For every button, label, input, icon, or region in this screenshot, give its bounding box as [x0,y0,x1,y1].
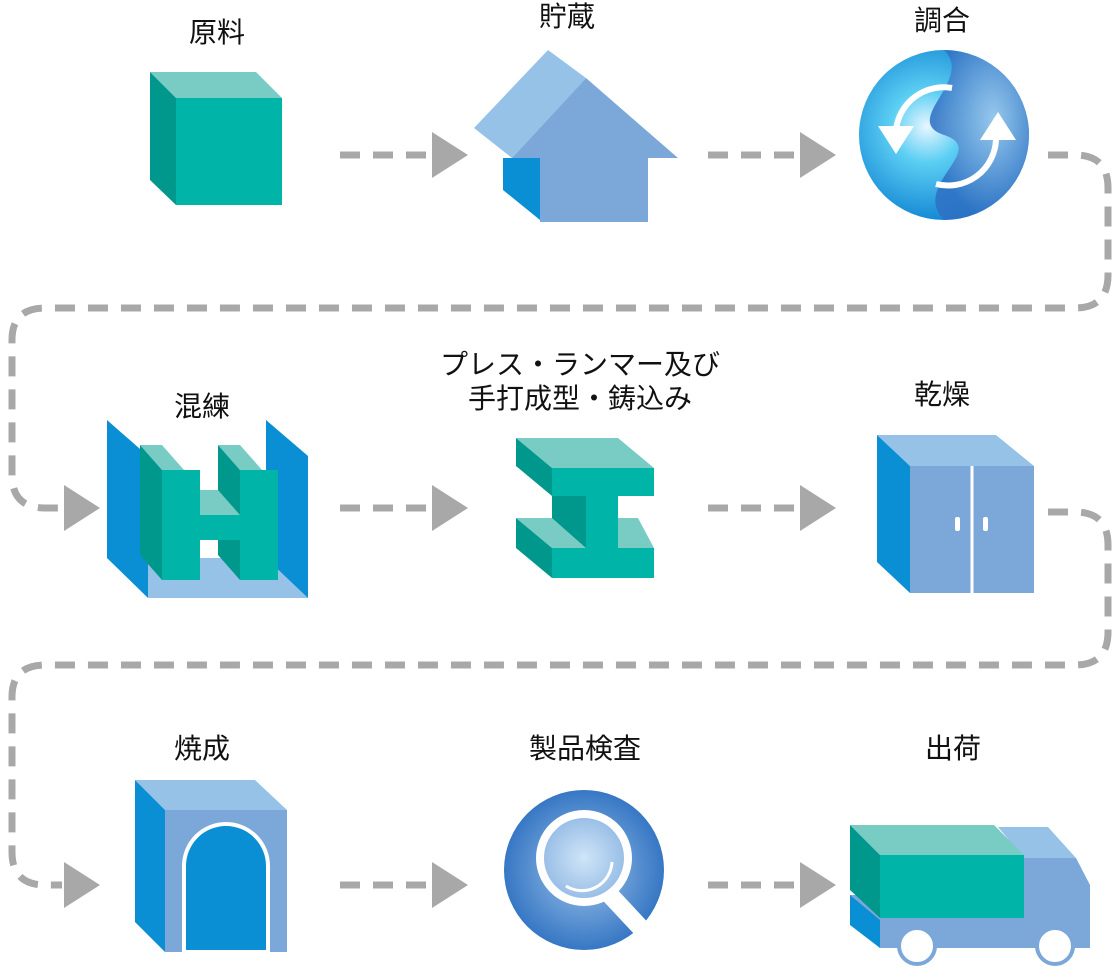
dryer-cabinet-icon [877,435,1034,593]
arrowhead-icon [64,485,100,531]
house-icon [474,50,678,222]
step-label-blending: 調合 [913,4,970,37]
mixer-icon [107,420,308,598]
arrowhead-icon [800,132,836,178]
arrowhead-icon [800,485,836,531]
arrowhead-icon [64,862,100,908]
magnifier-icon [504,790,664,950]
truck-icon [850,825,1090,966]
flow-connectors [8,151,1112,889]
arrowhead-icon [800,862,836,908]
green-cube-icon [150,72,282,205]
step-label-storage: 貯蔵 [538,0,595,33]
arrowhead-icon [432,485,468,531]
connector-wrap-right [8,151,1112,512]
step-label-inspection: 製品検査 [528,732,641,765]
step-label-shipping: 出荷 [924,732,981,765]
step-label-raw-material: 原料 [188,16,245,49]
rotation-sphere-icon [859,50,1029,220]
arrowhead-icon [432,862,468,908]
step-label-forming-line2: 手打成型・鋳込み [467,382,692,415]
step-label-forming-line1: プレス・ランマー及び [439,348,720,381]
step-label-kneading: 混練 [173,390,230,423]
arrowhead-icon [432,132,468,178]
step-label-drying: 乾燥 [913,378,970,411]
i-beam-mold-icon [516,438,654,578]
flow-arrowheads [64,132,836,908]
connector-wrap-right [8,508,1112,889]
kiln-icon [135,780,287,954]
step-label-firing: 焼成 [173,732,230,765]
step-label-forming: プレス・ランマー及び 手打成型・鋳込み [400,348,760,416]
